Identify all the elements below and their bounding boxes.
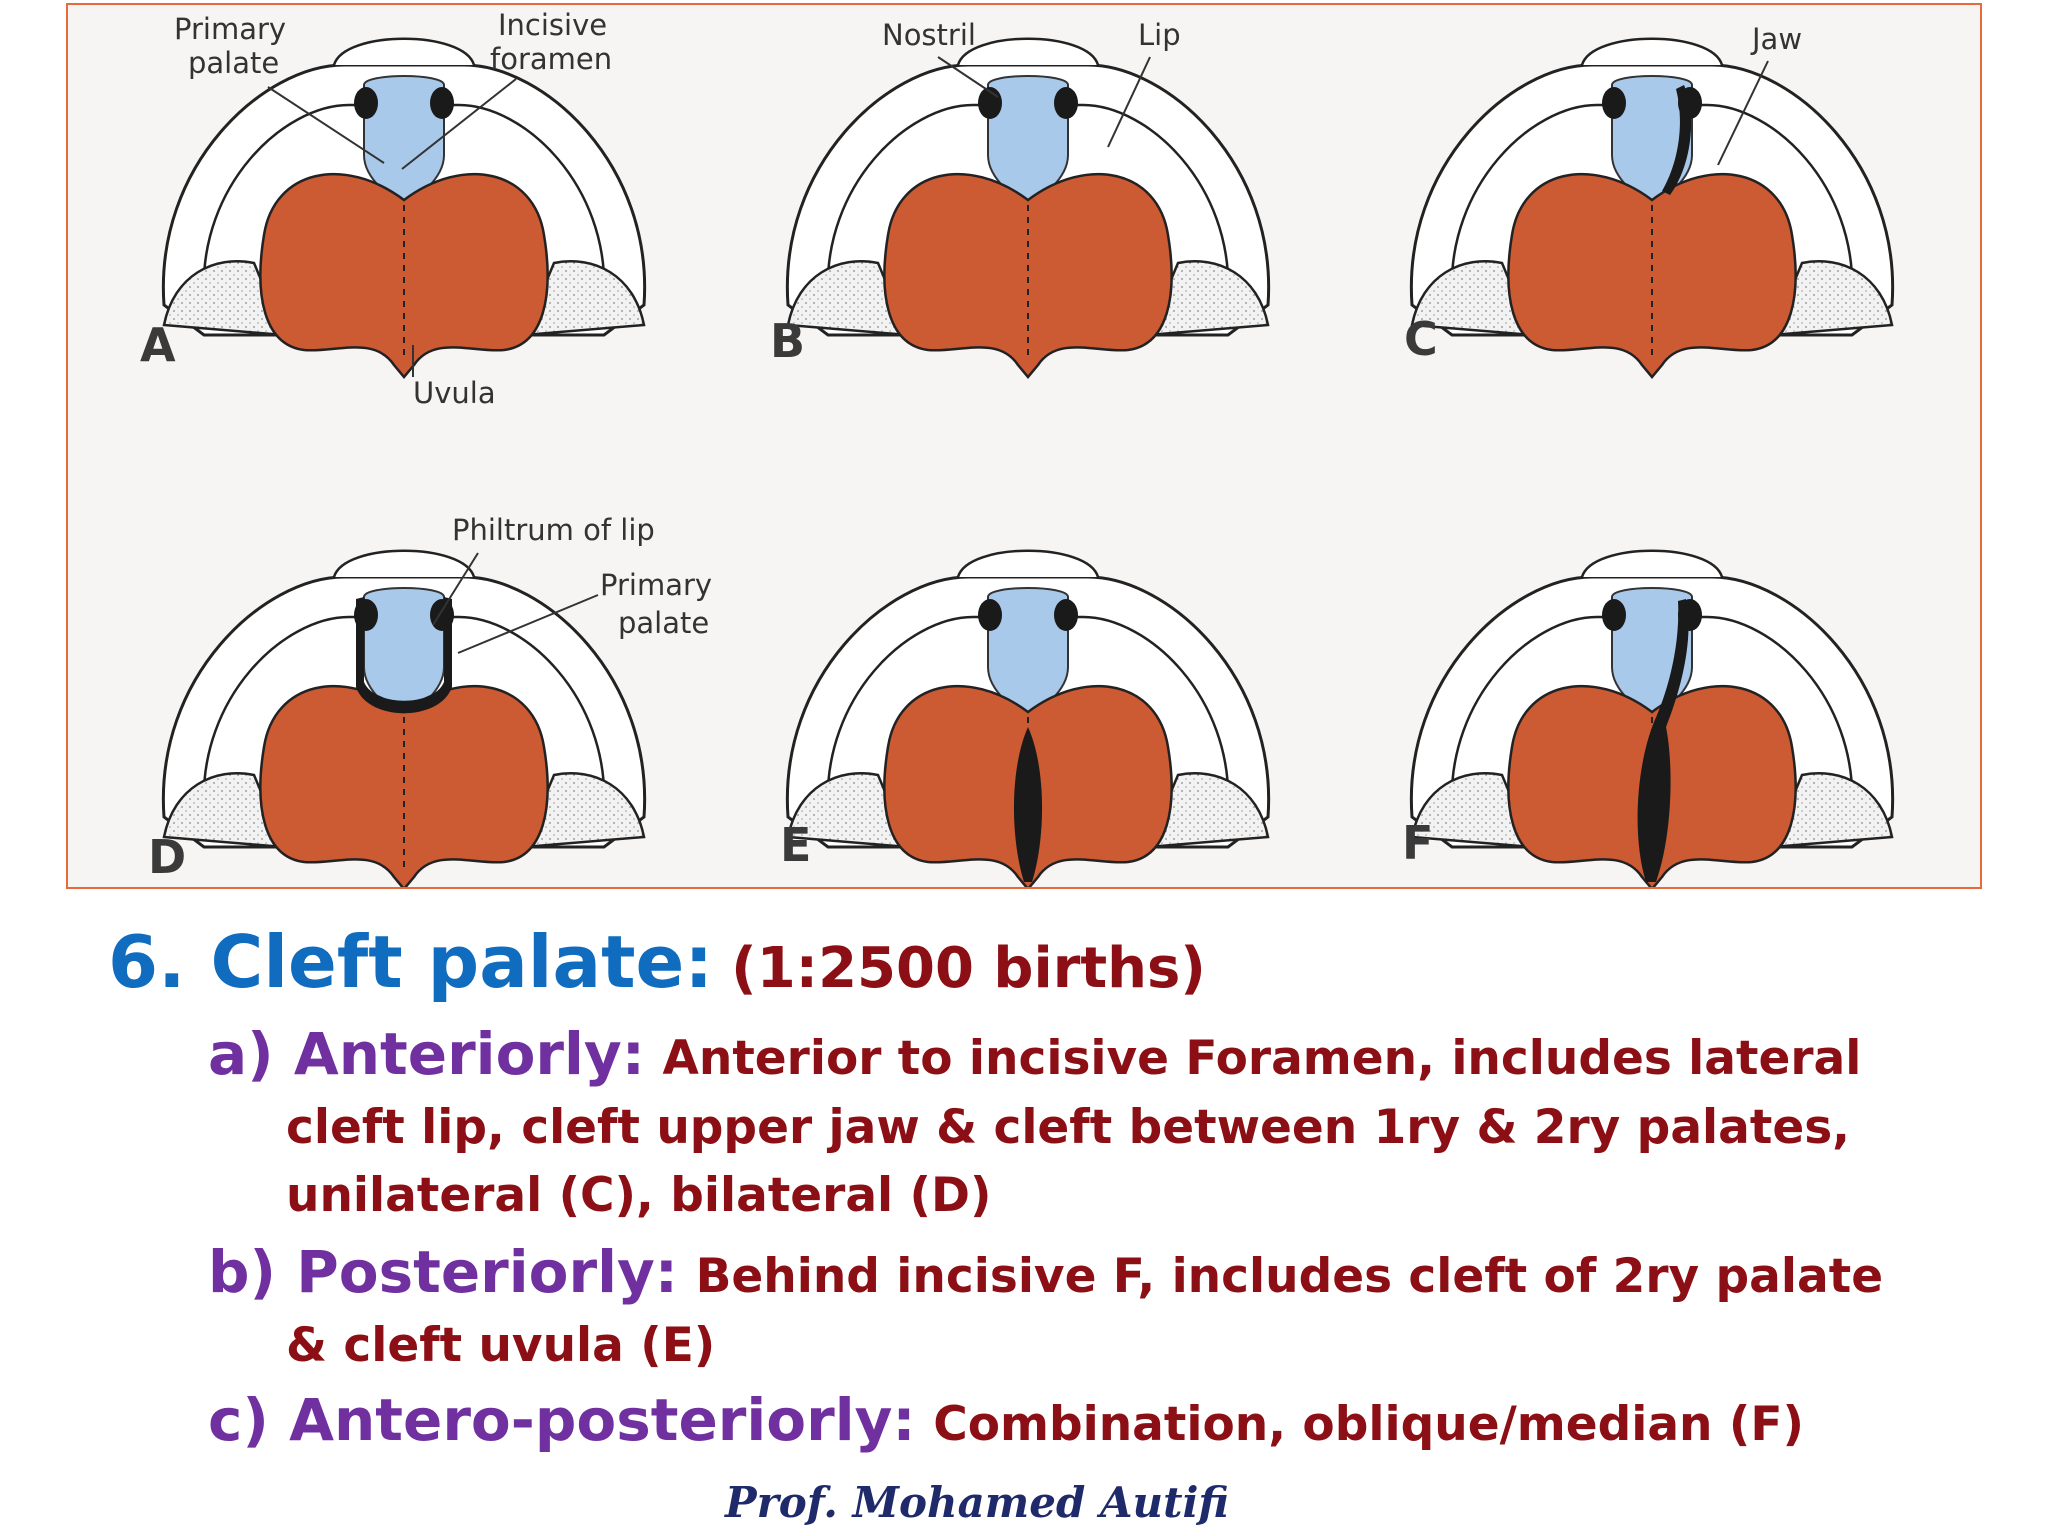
left-cheek	[786, 260, 910, 337]
right-nostril	[1054, 87, 1078, 119]
panel-letter-d: D	[148, 830, 186, 884]
item-a-line2: cleft lip, cleft upper jaw & cleft betwe…	[286, 1100, 1851, 1155]
figure-frame: Primary palate Incisive foramen Uvula No…	[66, 3, 1982, 889]
palate-panel-c	[1409, 37, 1895, 379]
nose-outline	[332, 37, 476, 66]
label-primary-palate-d-line2: palate	[618, 606, 709, 640]
leader-philtrum	[432, 552, 479, 626]
secondary-palate	[259, 684, 549, 887]
panel-letter-e: E	[780, 818, 811, 872]
cleft-palate-diagram: Primary palate Incisive foramen Uvula No…	[140, 8, 1895, 887]
item-c-line1: Combination, oblique/median (F)	[933, 1397, 1804, 1452]
author-credit: Prof. Mohamed Autifi	[725, 1478, 1229, 1527]
item-b-line2: & cleft uvula (E)	[286, 1318, 716, 1373]
nose-outline	[1580, 37, 1724, 66]
label-primary-palate-a-line2: palate	[188, 46, 279, 80]
slide-heading: 6. Cleft palate: (1:2500 births)	[108, 920, 1206, 1004]
heading-incidence: (1:2500 births)	[731, 936, 1206, 1001]
label-incisive-foramen-line1: Incisive	[498, 8, 607, 42]
leader-nostril	[937, 56, 999, 98]
item-a: a) Anteriorly: Anterior to incisive Fora…	[208, 1020, 1861, 1088]
item-b-label: b) Posteriorly:	[208, 1238, 678, 1306]
palate-panel-b	[785, 37, 1271, 379]
panel-letter-c: C	[1404, 312, 1438, 366]
leader-incisive-foramen	[401, 78, 517, 170]
leader-lip	[1107, 56, 1151, 148]
nose-outline	[956, 549, 1100, 578]
item-b: b) Posteriorly: Behind incisive F, inclu…	[208, 1238, 1883, 1306]
panel-letter-b: B	[770, 314, 805, 368]
item-c: c) Antero-posteriorly: Combination, obli…	[208, 1386, 1804, 1454]
label-philtrum: Philtrum of lip	[452, 513, 655, 547]
left-cheek	[1410, 260, 1534, 337]
right-nostril	[1054, 599, 1078, 631]
left-nostril	[978, 599, 1002, 631]
left-cheek	[162, 260, 286, 337]
label-primary-palate-a-line1: Primary	[174, 12, 286, 46]
oblique-cleft	[1637, 599, 1689, 882]
panel-letter-a: A	[140, 318, 176, 372]
item-b-line1: Behind incisive F, includes cleft of 2ry…	[695, 1249, 1884, 1304]
heading-title: 6. Cleft palate:	[108, 920, 714, 1004]
label-nostril: Nostril	[882, 18, 976, 52]
nose-outline	[332, 549, 476, 578]
label-uvula: Uvula	[413, 376, 496, 410]
leader-jaw	[1717, 60, 1769, 166]
secondary-palate	[259, 172, 549, 379]
label-jaw: Jaw	[1750, 22, 1802, 56]
right-cheek	[522, 260, 646, 337]
item-a-label: a) Anteriorly:	[208, 1020, 645, 1088]
label-lip: Lip	[1138, 18, 1181, 52]
nose-outline	[1580, 549, 1724, 578]
left-nostril	[1602, 599, 1626, 631]
left-nostril	[354, 87, 378, 119]
item-a-line1: Anterior to incisive Foramen, includes l…	[662, 1031, 1862, 1086]
right-nostril	[430, 87, 454, 119]
left-cheek	[786, 772, 910, 849]
label-primary-palate-d-line1: Primary	[600, 568, 712, 602]
right-cheek	[522, 772, 646, 849]
leader-primary-palate-a	[267, 86, 385, 164]
item-c-label: c) Antero-posteriorly:	[208, 1386, 916, 1454]
palate-panel-d	[161, 549, 647, 887]
right-cheek	[1146, 260, 1270, 337]
right-cheek	[1770, 772, 1894, 849]
right-cheek	[1146, 772, 1270, 849]
left-cheek	[162, 772, 286, 849]
label-incisive-foramen-line2: foramen	[490, 42, 612, 76]
right-cheek	[1770, 260, 1894, 337]
secondary-palate	[1507, 172, 1797, 379]
palate-panel-e	[785, 549, 1271, 887]
panel-letter-f: F	[1402, 816, 1433, 870]
posterior-cleft	[1013, 727, 1043, 882]
left-cheek	[1410, 772, 1534, 849]
palate-panel-a	[161, 37, 647, 379]
nose-outline	[956, 37, 1100, 66]
unilateral-cleft	[1662, 85, 1692, 195]
palate-panel-f	[1409, 549, 1895, 887]
secondary-palate	[883, 172, 1173, 379]
item-a-line3: unilateral (C), bilateral (D)	[286, 1168, 992, 1223]
left-nostril	[1602, 87, 1626, 119]
leader-primary-palate-d	[457, 594, 599, 654]
